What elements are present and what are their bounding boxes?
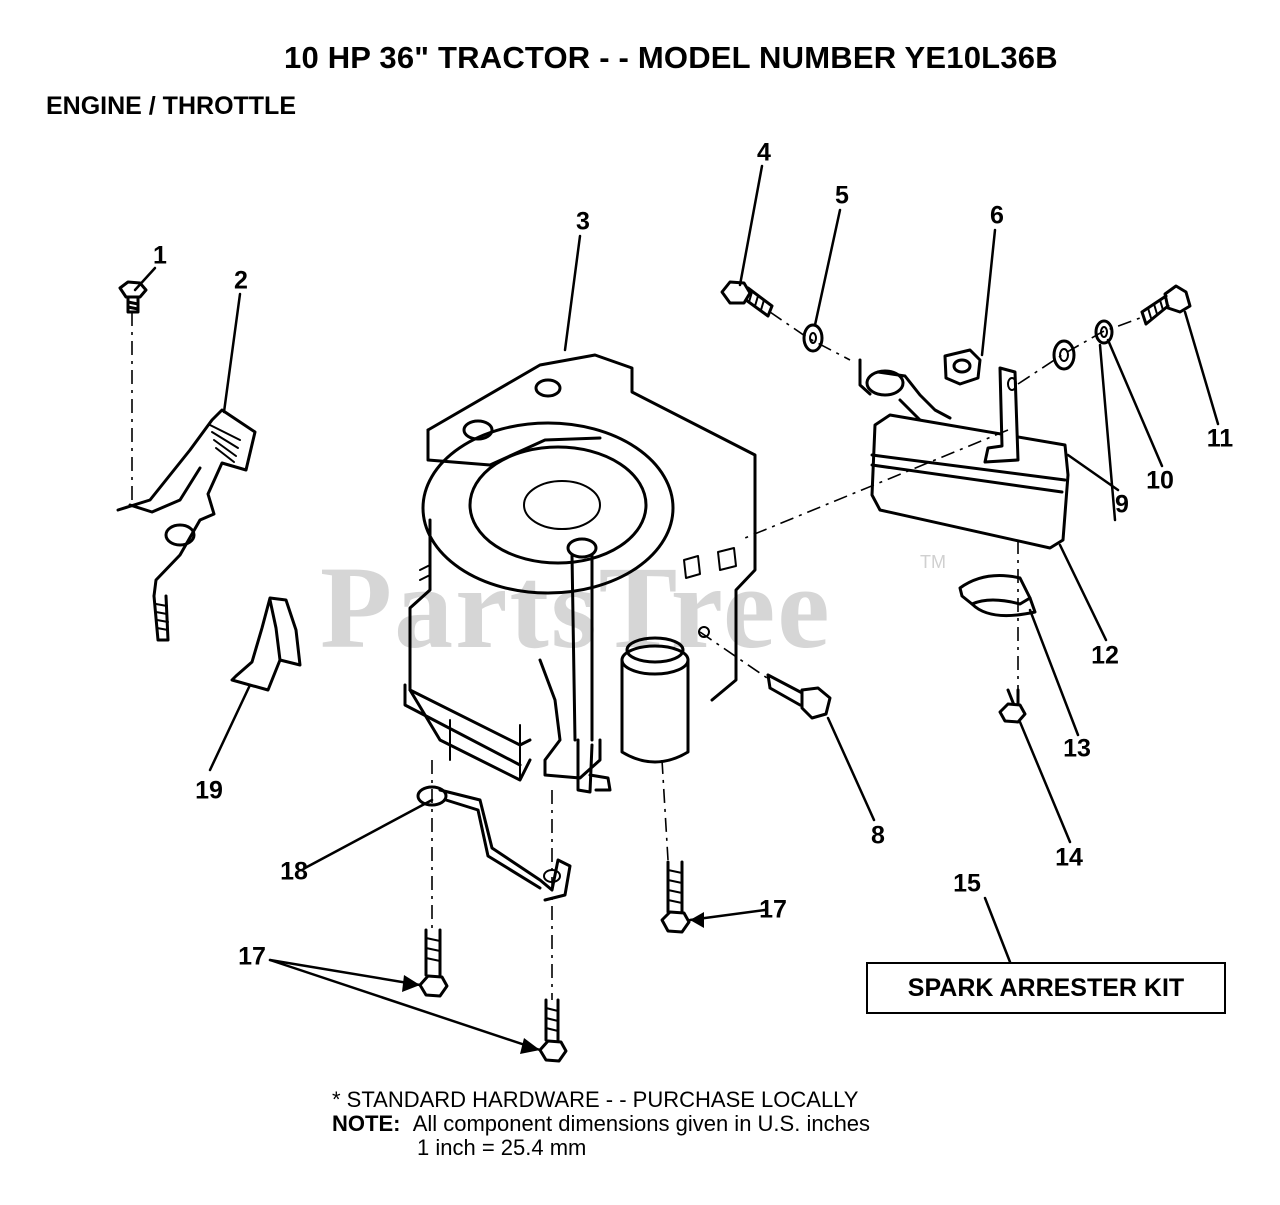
part-3-engine <box>403 353 757 794</box>
dimensions-note: NOTE: All component dimensions given in … <box>332 1112 870 1136</box>
part-4-bolt <box>720 280 774 318</box>
callout-4[interactable]: 4 <box>757 138 771 167</box>
callout-9[interactable]: 9 <box>1115 490 1129 519</box>
callout-17-right[interactable]: 17 <box>759 895 787 924</box>
part-10-lock-washer <box>1094 319 1114 345</box>
note-label: NOTE: <box>332 1111 401 1136</box>
callout-1[interactable]: 1 <box>153 241 167 270</box>
standard-hardware-note: * STANDARD HARDWARE - - PURCHASE LOCALLY <box>332 1087 859 1112</box>
part-8-bolt <box>766 673 832 720</box>
watermark-tm: TM <box>920 552 946 572</box>
callout-6[interactable]: 6 <box>990 201 1004 230</box>
part-12-muffler <box>870 366 1070 550</box>
part-6-gasket <box>943 348 982 386</box>
part-17-bolts <box>418 860 691 1063</box>
part-1-bolt <box>118 280 148 314</box>
footer-notes: * STANDARD HARDWARE - - PURCHASE LOCALLY… <box>332 1088 870 1160</box>
callout-14[interactable]: 14 <box>1055 843 1083 872</box>
note-text: All component dimensions given in U.S. i… <box>412 1111 871 1136</box>
part-2-throttle-bracket <box>116 408 257 642</box>
callout-10[interactable]: 10 <box>1146 466 1174 495</box>
page-title: 10 HP 36" TRACTOR - - MODEL NUMBER YE10L… <box>284 40 1058 75</box>
callout-18[interactable]: 18 <box>280 857 308 886</box>
part-9-washer <box>1052 339 1076 371</box>
part-14-bolt <box>998 688 1027 724</box>
section-subtitle: ENGINE / THROTTLE <box>46 92 296 120</box>
callout-11[interactable]: 11 <box>1206 424 1234 453</box>
part-18-bracket <box>416 785 572 902</box>
callout-15[interactable]: 15 <box>953 869 981 898</box>
callout-17-left[interactable]: 17 <box>238 942 266 971</box>
part-13-clamp <box>958 574 1037 618</box>
callout-19[interactable]: 19 <box>195 776 223 805</box>
spark-arrester-kit-box[interactable]: SPARK ARRESTER KIT <box>866 962 1226 1014</box>
part-19-clip <box>230 596 302 692</box>
callout-5[interactable]: 5 <box>835 181 849 210</box>
callout-12[interactable]: 12 <box>1091 641 1119 670</box>
callout-13[interactable]: 13 <box>1063 734 1091 763</box>
callout-8[interactable]: 8 <box>871 821 885 850</box>
callout-2[interactable]: 2 <box>234 266 248 295</box>
part-5-washer <box>802 323 824 353</box>
part-11-bolt <box>1140 284 1192 326</box>
conversion-note: 1 inch = 25.4 mm <box>417 1135 587 1160</box>
callout-3[interactable]: 3 <box>576 207 590 236</box>
